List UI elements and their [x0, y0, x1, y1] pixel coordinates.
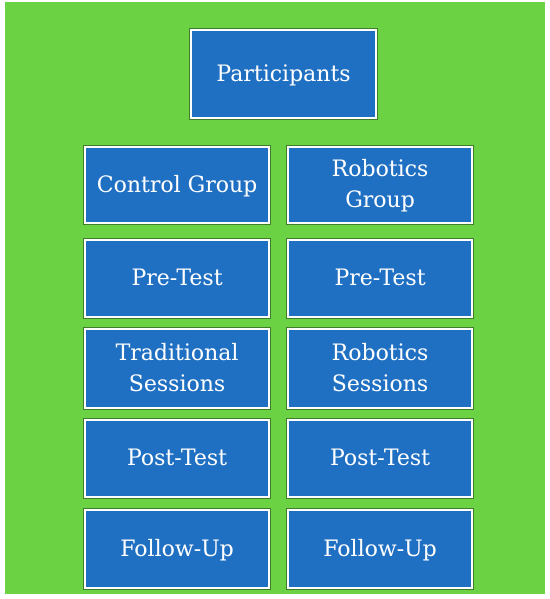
robotics-sessions-box: Robotics Sessions — [286, 327, 474, 410]
control-post-test-box: Post-Test — [83, 418, 271, 499]
participants-box: Participants — [189, 28, 378, 120]
robotics-pre-test-box: Pre-Test — [286, 238, 474, 319]
traditional-sessions-label: Traditional Sessions — [115, 340, 239, 397]
control-post-test-label: Post-Test — [126, 446, 228, 471]
control-group-box: Control Group — [83, 145, 271, 225]
control-pre-test-label: Pre-Test — [131, 266, 223, 291]
robotics-follow-up-box: Follow-Up — [286, 508, 474, 590]
robotics-post-test-label: Post-Test — [329, 446, 431, 471]
participants-label: Participants — [216, 61, 351, 87]
robotics-post-test-box: Post-Test — [286, 418, 474, 499]
robotics-pre-test-label: Pre-Test — [334, 266, 426, 291]
robotics-follow-up-label: Follow-Up — [323, 536, 437, 562]
traditional-sessions-box: Traditional Sessions — [83, 327, 271, 410]
robotics-group-box: Robotics Group — [286, 145, 474, 225]
control-follow-up-box: Follow-Up — [83, 508, 271, 590]
control-pre-test-box: Pre-Test — [83, 238, 271, 319]
robotics-sessions-label: Robotics Sessions — [331, 340, 429, 397]
control-group-label: Control Group — [96, 172, 258, 198]
control-follow-up-label: Follow-Up — [120, 536, 234, 562]
robotics-group-label: Robotics Group — [331, 157, 429, 213]
